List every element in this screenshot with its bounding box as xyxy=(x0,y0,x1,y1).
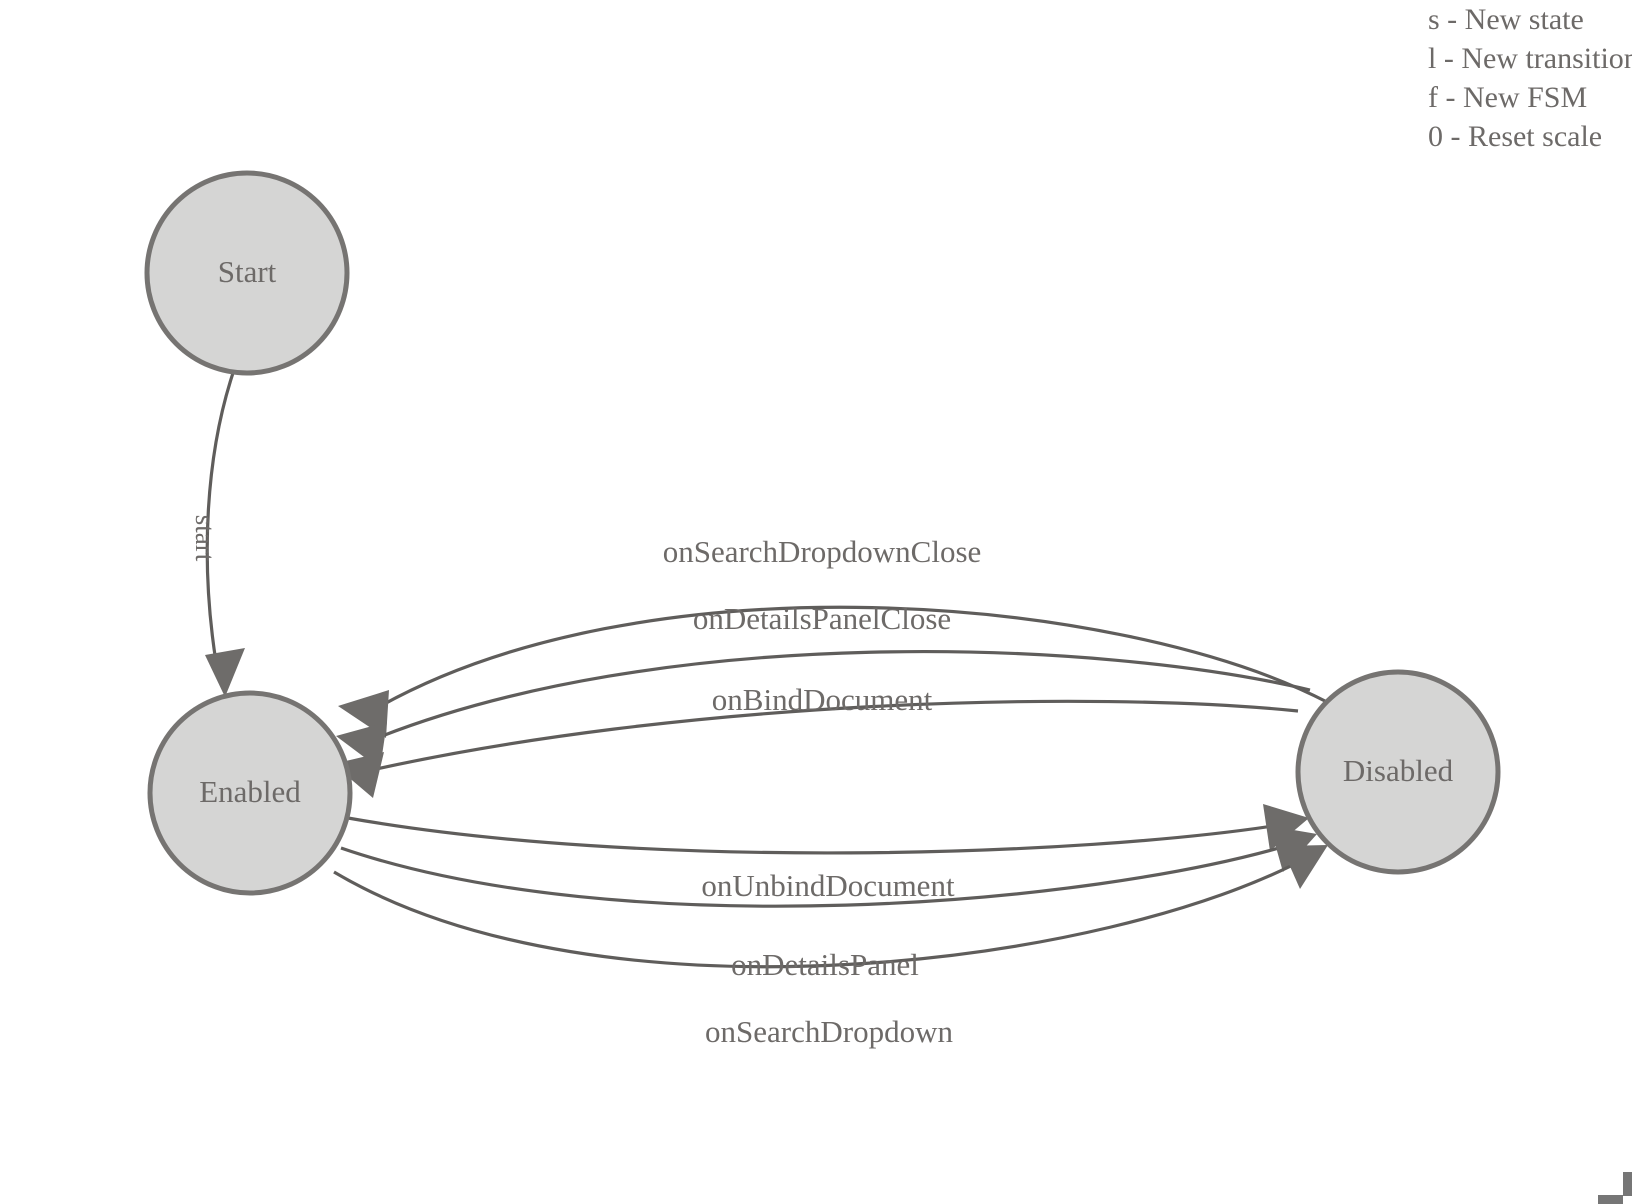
edge-search-dropdown-close[interactable] xyxy=(369,605,1328,714)
edge-label-layer: start onSearchDropdownClose onDetailsPan… xyxy=(190,515,981,1049)
state-node-start[interactable]: Start xyxy=(144,170,350,376)
edge-label-start: start xyxy=(190,515,220,562)
state-circle-enabled[interactable] xyxy=(147,690,353,896)
edge-label-bind-document: onBindDocument xyxy=(712,682,933,717)
arrowhead-start-to-enabled xyxy=(205,648,245,697)
edge-layer xyxy=(205,372,1328,969)
scrollbar-vertical-thumb[interactable] xyxy=(1623,1172,1632,1196)
state-circle-disabled[interactable] xyxy=(1295,669,1501,875)
edge-label-details-panel-close: onDetailsPanelClose xyxy=(693,601,951,636)
edge-details-panel-close[interactable] xyxy=(366,650,1311,744)
edge-label-search-dropdown-close: onSearchDropdownClose xyxy=(663,534,982,569)
edge-label-search-dropdown: onSearchDropdown xyxy=(705,1014,953,1049)
state-circle-start[interactable] xyxy=(144,170,350,376)
node-layer: Start Enabled Disabled xyxy=(144,170,1501,896)
edge-label-details-panel: onDetailsPanel xyxy=(731,947,919,982)
edge-search-dropdown[interactable] xyxy=(333,854,1311,969)
edge-details-panel[interactable] xyxy=(340,841,1297,908)
state-node-disabled[interactable]: Disabled xyxy=(1295,669,1501,875)
state-label-disabled: Disabled xyxy=(1343,753,1454,788)
edge-start-to-enabled[interactable] xyxy=(205,372,235,663)
state-label-start: Start xyxy=(218,254,277,289)
state-label-enabled: Enabled xyxy=(199,774,301,809)
edge-label-unbind-document: onUnbindDocument xyxy=(701,868,955,903)
scrollbar-horizontal-thumb[interactable] xyxy=(1598,1195,1623,1204)
arrowhead-search-dropdown xyxy=(1281,845,1328,889)
state-node-enabled[interactable]: Enabled xyxy=(147,690,353,896)
edge-bind-document[interactable] xyxy=(362,699,1299,774)
edge-unbind-document[interactable] xyxy=(347,816,1287,855)
